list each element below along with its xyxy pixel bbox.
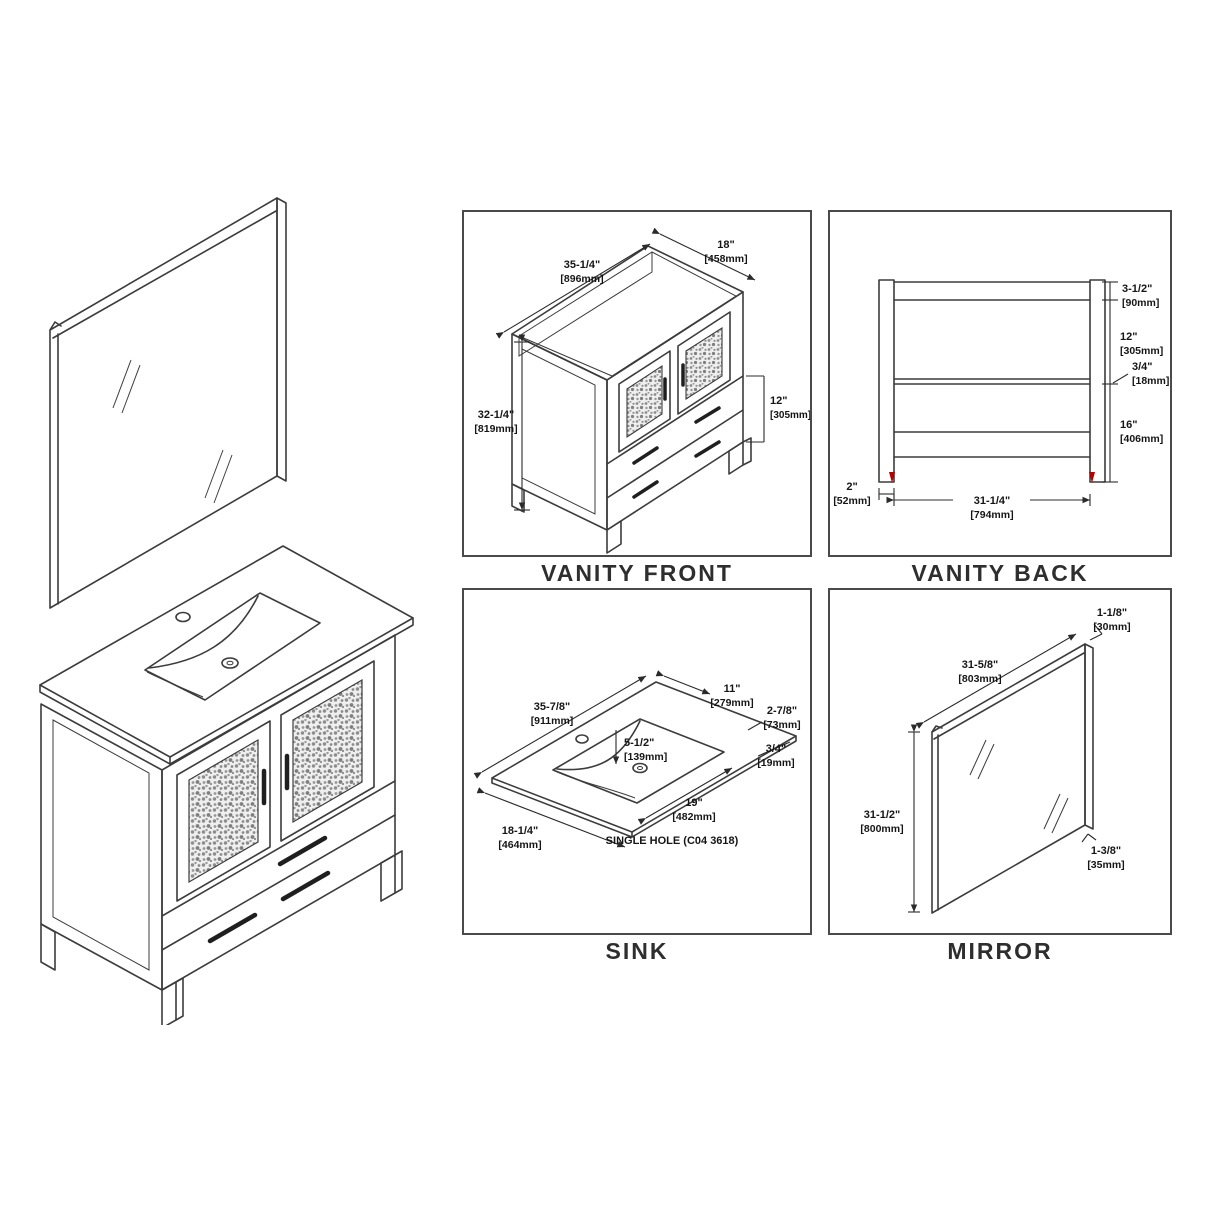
dim-lower-in: 16" xyxy=(1120,419,1137,431)
basin-bowl-curve xyxy=(148,595,259,669)
mirror-drawing: 1-1/8" [30mm] 31-5/8" [803mm] 31-1/2" [8… xyxy=(860,607,1131,914)
vanity-back-panel: 3-1/2" [90mm] 12" [305mm] 3/4" [18mm] 16… xyxy=(828,210,1172,557)
door-right-mosaic-panel xyxy=(292,678,363,824)
cabinet-back-drawing xyxy=(878,279,1106,483)
mirror-panel: 1-1/8" [30mm] 31-5/8" [803mm] 31-1/2" [8… xyxy=(828,588,1172,935)
dim-frame-mm: [30mm] xyxy=(1093,621,1130,633)
basin-outline xyxy=(144,592,321,701)
mirror-caption: MIRROR xyxy=(947,938,1053,964)
dim-leg-mm: [52mm] xyxy=(833,495,870,507)
dim-width-in: 35-1/4" xyxy=(564,259,600,271)
door-right xyxy=(280,660,375,842)
dim-basin-width-mm: [482mm] xyxy=(672,811,715,823)
dim-width-mm: [896mm] xyxy=(560,273,603,285)
drawer1-handle-right xyxy=(694,406,721,424)
vanity-front-caption: VANITY FRONT xyxy=(541,560,733,586)
door-left xyxy=(618,350,671,453)
dim-thick-mm: [35mm] xyxy=(1087,859,1124,871)
cabinet-isometric xyxy=(40,634,403,1025)
dim-basin-depth-mm: [279mm] xyxy=(710,697,753,709)
countertop-isometric xyxy=(39,545,414,765)
dim-board-in: 3/4" xyxy=(1132,361,1153,373)
dim-upper-in: 12" xyxy=(1120,331,1137,343)
sink-panel: 35-7/8" [911mm] 11" [279mm] 2-7/8" [73mm… xyxy=(462,588,812,935)
dim-board-mm: [18mm] xyxy=(1132,375,1169,387)
faucet-hole-icon xyxy=(575,734,589,744)
dim-basin-width-in: 19" xyxy=(685,797,702,809)
dim-width-mm: [911mm] xyxy=(531,715,574,727)
sink-drawing: 35-7/8" [911mm] 11" [279mm] 2-7/8" [73mm… xyxy=(473,670,801,851)
dim-faucet-in: 5-1/2" xyxy=(624,737,654,749)
dim-drawer-in: 12" xyxy=(770,395,787,407)
dimensions: 1-1/8" [30mm] 31-5/8" [803mm] 31-1/2" [8… xyxy=(860,607,1131,913)
right-foot-marker-icon xyxy=(1089,472,1095,483)
drawer2-handle-left xyxy=(207,912,258,944)
dim-height-in: 31-1/2" xyxy=(864,809,900,821)
dim-lower-mm: [406mm] xyxy=(1120,433,1163,445)
dim-ledge-in: 2-7/8" xyxy=(767,705,797,717)
dim-basin-depth-in: 11" xyxy=(724,683,741,695)
dim-toprail-mm: [90mm] xyxy=(1122,297,1159,309)
cabinet-front-drawing xyxy=(511,245,752,554)
vanity-with-mirror-isometric xyxy=(39,197,414,1025)
right-leg xyxy=(1089,279,1106,483)
drawer2-handle-right xyxy=(694,440,721,458)
mirror-glare-icon xyxy=(112,359,233,504)
drain-icon xyxy=(632,762,648,774)
door-right-mosaic-panel xyxy=(685,326,723,401)
left-foot-marker-icon xyxy=(889,472,895,483)
drawer2-handle-right xyxy=(280,870,331,902)
dim-thick-in: 1-3/8" xyxy=(1091,845,1121,857)
left-leg xyxy=(878,279,895,483)
dim-height-mm: [800mm] xyxy=(860,823,903,835)
mirror-glare-icon xyxy=(969,739,1069,834)
dim-faucet-mm: [139mm] xyxy=(624,751,667,763)
dim-depth-mm: [458mm] xyxy=(704,253,747,265)
dim-depth-in: 18" xyxy=(717,239,734,251)
drawer2-handle-left xyxy=(632,480,659,499)
dim-height-in: 32-1/4" xyxy=(478,409,514,421)
drawer1-handle xyxy=(277,835,328,867)
vanity-back-drawing: 3-1/2" [90mm] 12" [305mm] 3/4" [18mm] 16… xyxy=(833,279,1169,521)
mirror-isometric xyxy=(49,197,287,609)
dim-thick-mm: [19mm] xyxy=(757,757,794,769)
dimensions: 3-1/2" [90mm] 12" [305mm] 3/4" [18mm] 16… xyxy=(833,281,1169,521)
mirror-iso-drawing xyxy=(931,643,1094,914)
sink-caption: SINK xyxy=(605,938,669,964)
dim-span-mm: [794mm] xyxy=(970,509,1013,521)
dim-leg-in: 2" xyxy=(846,481,857,493)
vanity-back-caption: VANITY BACK xyxy=(911,560,1089,586)
single-hole-note: SINGLE HOLE (C04 3618) xyxy=(606,835,739,847)
dim-drawer-mm: [305mm] xyxy=(770,410,810,421)
dimensions: 35-1/4" [896mm] 18" [458mm] 32-1/4" [819… xyxy=(474,227,810,511)
faucet-hole-icon xyxy=(175,611,191,623)
dim-frame-in: 1-1/8" xyxy=(1097,607,1127,619)
dim-height-mm: [819mm] xyxy=(474,423,517,435)
dim-thick-in: 3/4" xyxy=(766,743,787,755)
drawer1-handle-left xyxy=(632,446,659,465)
dim-depth-mm: [464mm] xyxy=(498,839,541,851)
dim-depth-in: 18-1/4" xyxy=(502,825,538,837)
drain-icon xyxy=(221,657,239,669)
dim-width-in: 31-5/8" xyxy=(962,659,998,671)
dim-width-mm: [803mm] xyxy=(958,673,1001,685)
dim-span-in: 31-1/4" xyxy=(974,495,1010,507)
dim-toprail-in: 3-1/2" xyxy=(1122,283,1152,295)
dim-ledge-mm: [73mm] xyxy=(763,719,800,731)
dimensions: 35-7/8" [911mm] 11" [279mm] 2-7/8" [73mm… xyxy=(473,670,801,851)
door-left-mosaic-panel xyxy=(188,738,259,884)
door-left xyxy=(176,720,271,902)
cabinet-legs xyxy=(40,850,403,1025)
door-left-mosaic-panel xyxy=(626,364,663,439)
door-right xyxy=(677,311,731,415)
dim-upper-mm: [305mm] xyxy=(1120,345,1163,357)
dim-width-in: 35-7/8" xyxy=(534,701,570,713)
vanity-front-drawing: 35-1/4" [896mm] 18" [458mm] 32-1/4" [819… xyxy=(474,227,810,554)
vanity-front-panel: 35-1/4" [896mm] 18" [458mm] 32-1/4" [819… xyxy=(462,210,812,557)
